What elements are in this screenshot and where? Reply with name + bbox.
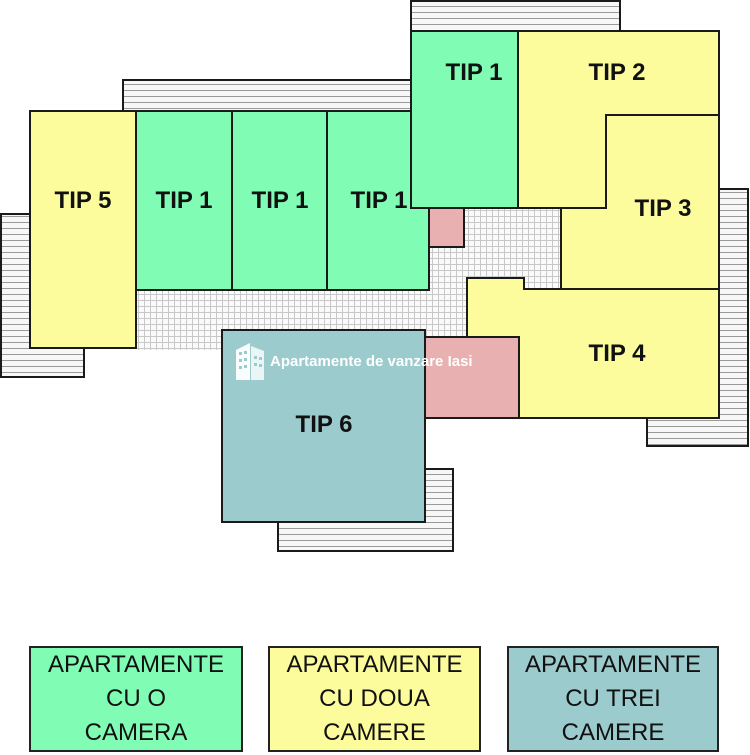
legend-two-rooms-line-1: APARTAMENTE	[286, 651, 463, 678]
watermark-text: Apartamente de vanzare Iasi	[270, 353, 473, 370]
legend-one-room-line-3: CAMERA	[84, 719, 188, 746]
legend-one-room-line-1: APARTAMENTE	[47, 651, 225, 678]
watermark: Apartamente de vanzare Iasi	[236, 343, 473, 380]
label-tip3: TIP 3	[635, 195, 692, 222]
legend-two-rooms-line-3: CAMERE	[323, 719, 426, 746]
label-tip5: TIP 5	[55, 187, 112, 214]
floor-plan: TIP 5 TIP 1 TIP 1 TIP 1 TIP 1 TIP 2 TIP …	[0, 0, 749, 552]
label-tip4: TIP 4	[589, 340, 647, 367]
label-tip6: TIP 6	[296, 411, 353, 438]
label-tip2: TIP 2	[589, 59, 646, 86]
label-tip1-c: TIP 1	[351, 187, 408, 214]
legend-one-room-line-2: CU O	[106, 685, 166, 712]
label-tip1-top: TIP 1	[446, 59, 503, 86]
utility-small	[428, 207, 465, 248]
label-tip1-a: TIP 1	[156, 187, 213, 214]
legend-one-room: APARTAMENTE CU O CAMERA	[29, 646, 243, 752]
legend-two-rooms-line-2: CU DOUA	[319, 685, 430, 712]
room-tip1-b	[231, 110, 328, 291]
room-tip5	[29, 110, 137, 349]
legend-three-rooms: APARTAMENTE CU TREI CAMERE	[507, 646, 719, 752]
legend-two-rooms: APARTAMENTE CU DOUA CAMERE	[268, 646, 481, 752]
legend-three-rooms-line-3: CAMERE	[561, 719, 665, 746]
building-icon	[236, 343, 264, 380]
balcony-top-right	[410, 0, 621, 32]
balcony-top-center	[122, 79, 412, 112]
legend-three-rooms-line-2: CU TREI	[565, 685, 661, 712]
label-tip1-b: TIP 1	[252, 187, 309, 214]
legend-three-rooms-line-1: APARTAMENTE	[524, 651, 702, 678]
utility-large	[424, 336, 520, 419]
room-tip1-top	[410, 30, 519, 209]
